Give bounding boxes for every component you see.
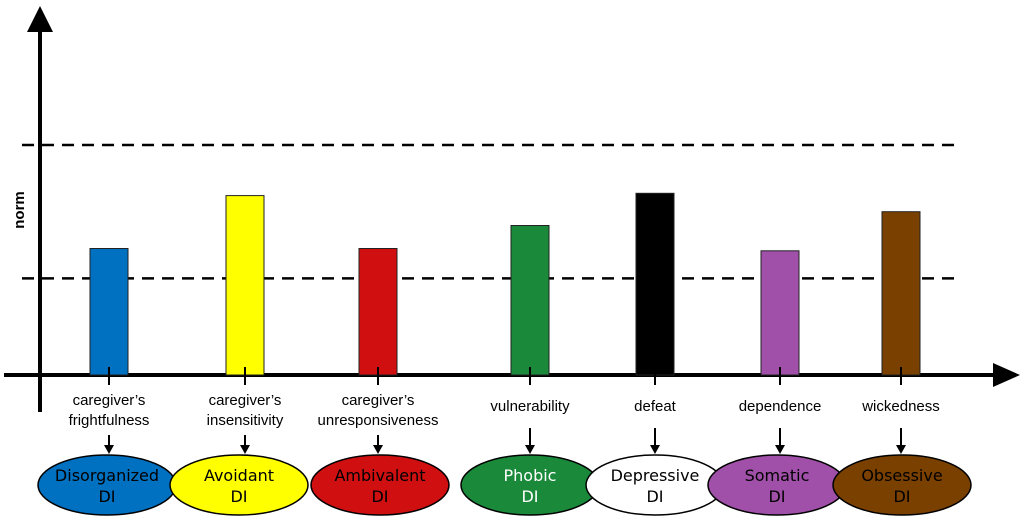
category-label-line: vulnerability	[490, 398, 570, 415]
category-label: vulnerability	[490, 398, 570, 415]
category-label-line: defeat	[634, 398, 677, 415]
y-axis-arrow	[27, 6, 53, 32]
di-label-line: DI	[893, 487, 910, 506]
category-label-line: frightfulness	[69, 412, 150, 429]
category-label-line: insensitivity	[207, 412, 284, 429]
di-label-line: DI	[230, 487, 247, 506]
category-label: dependence	[739, 398, 822, 415]
di-label-line: DI	[521, 487, 538, 506]
di-label-line: DI	[371, 487, 388, 506]
category-label-line: wickedness	[861, 398, 940, 415]
di-label-line: Phobic	[504, 466, 557, 485]
bar	[225, 195, 265, 376]
di-label-line: DI	[646, 487, 663, 506]
di-ellipse-shape	[832, 454, 972, 516]
bar	[358, 248, 398, 376]
category-label-line: caregiver’s	[73, 392, 146, 409]
di-label-line: DI	[98, 487, 115, 506]
category-label: caregiver’s frightfulness	[69, 392, 150, 429]
category-label: wickedness	[861, 398, 940, 415]
bar	[881, 211, 921, 376]
category-label: caregiver’s unresponsiveness	[318, 392, 439, 429]
category-label-line: caregiver’s	[209, 392, 282, 409]
bar	[510, 225, 550, 376]
category-label: caregiver’s insensitivity	[207, 392, 284, 429]
down-arrow-head	[775, 445, 785, 454]
category-label-line: dependence	[739, 398, 822, 415]
di-label-line: DI	[768, 487, 785, 506]
down-arrow-head	[240, 445, 250, 454]
bar	[89, 248, 129, 376]
di-ellipse-shape	[37, 454, 177, 516]
bar	[635, 192, 675, 376]
down-arrow-head	[650, 445, 660, 454]
down-arrow-head	[104, 445, 114, 454]
down-arrow-head	[525, 445, 535, 454]
bars-group: caregiver’s frightfulness caregiver’s insen…	[69, 192, 940, 454]
di-label-line: Ambivalent	[334, 466, 425, 485]
x-axis-arrow	[993, 363, 1020, 387]
di-label-line: Depressive	[611, 466, 700, 485]
down-arrow-head	[373, 445, 383, 454]
category-label-line: caregiver’s	[342, 392, 415, 409]
di-ellipse-shape	[169, 454, 309, 516]
down-arrow-head	[896, 445, 906, 454]
bar	[760, 250, 800, 376]
di-label-line: Disorganized	[55, 466, 159, 485]
di-label-line: Somatic	[745, 466, 810, 485]
di-ellipse-shape	[585, 454, 725, 516]
y-axis-label: norm	[11, 191, 28, 229]
di-ellipse-shape	[310, 454, 450, 516]
di-label-line: Avoidant	[204, 466, 274, 485]
di-ellipse-shape	[460, 454, 600, 516]
category-label-line: unresponsiveness	[318, 412, 439, 429]
di-ellipse-shape	[707, 454, 847, 516]
category-label: defeat	[634, 398, 677, 415]
di-label-line: Obsessive	[861, 466, 942, 485]
